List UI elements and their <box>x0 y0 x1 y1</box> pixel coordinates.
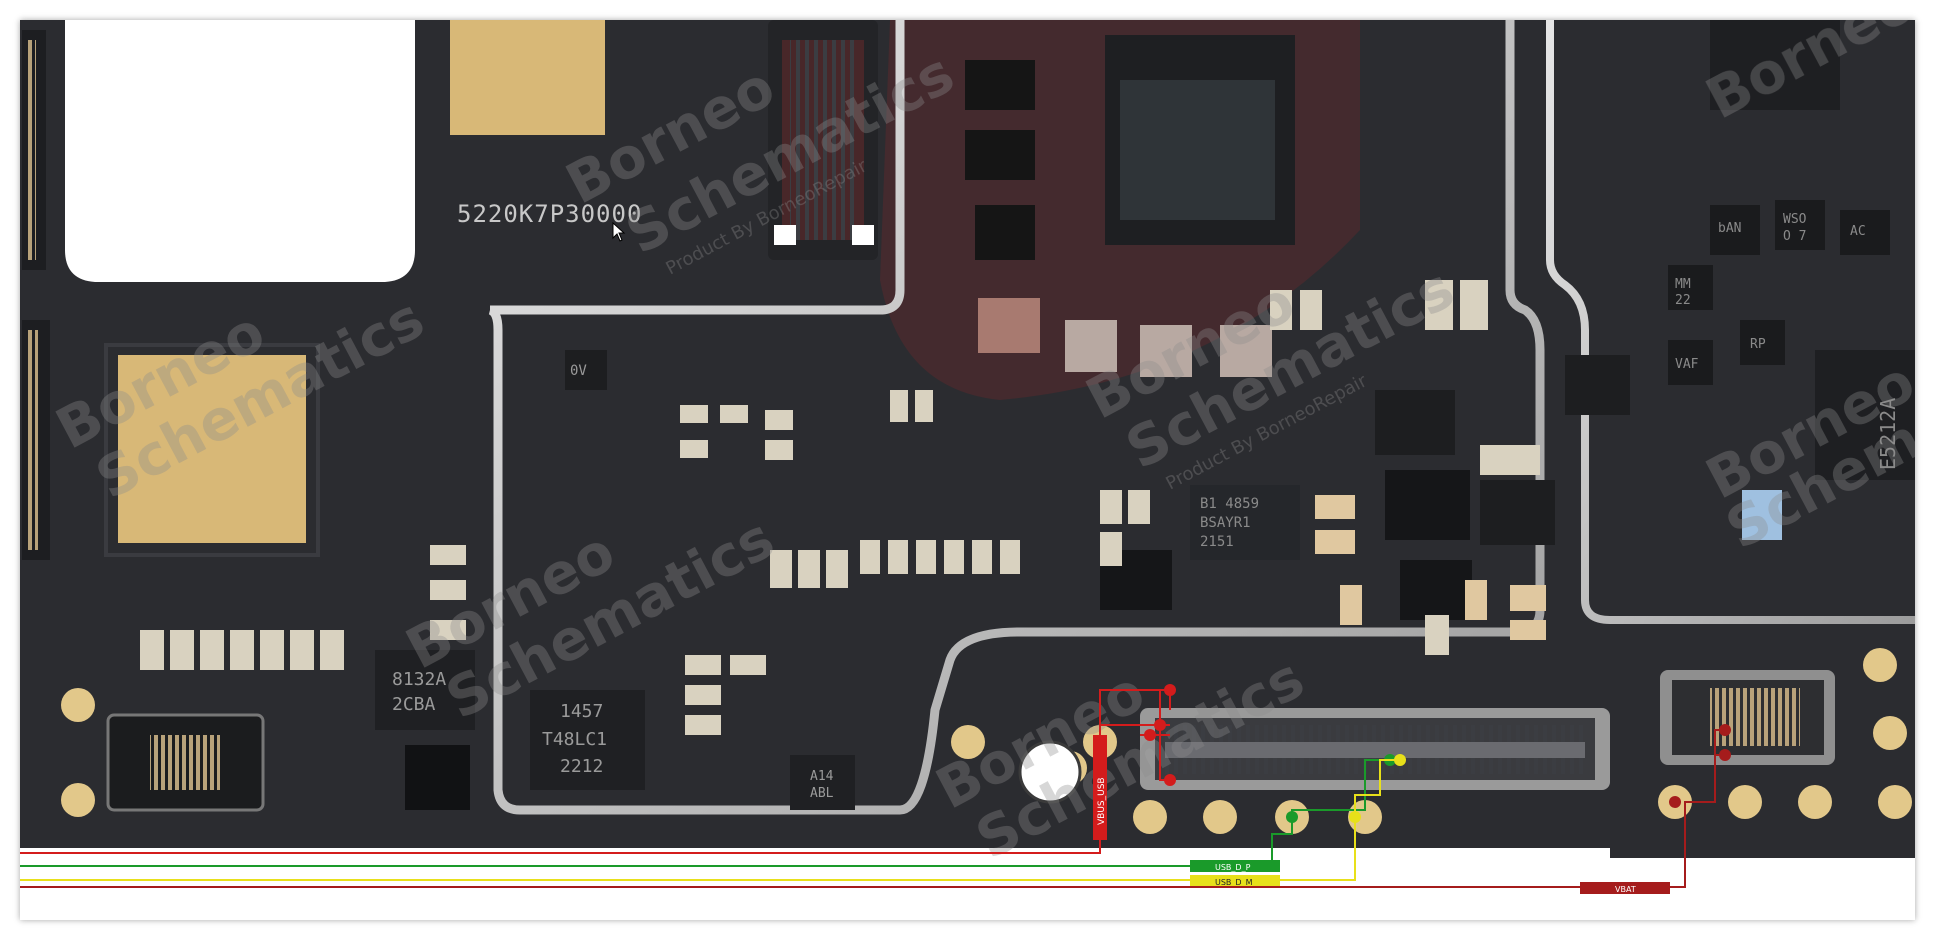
svg-text:O 7: O 7 <box>1783 229 1806 244</box>
left-connector <box>22 30 50 560</box>
svg-text:RP: RP <box>1750 337 1766 352</box>
net-usb-dp-label: USB_D_P <box>1215 863 1251 872</box>
gold-pad-left <box>118 355 306 543</box>
ic-a14: A14 ABL <box>790 755 855 810</box>
net-usb-dm-label-bar <box>1190 875 1280 887</box>
mounting-hole <box>1018 740 1082 804</box>
ic-8132a: 8132A 2CBA <box>375 650 475 730</box>
ic-right-small: bAN WSO O 7 AC VAF RP MM 22 <box>1668 200 1890 540</box>
svg-text:ABL: ABL <box>810 786 834 801</box>
svg-text:AC: AC <box>1850 224 1866 239</box>
svg-text:WSO: WSO <box>1783 212 1807 227</box>
svg-text:E5212A: E5212A <box>1876 398 1900 470</box>
battery-connector <box>1660 670 1835 765</box>
svg-text:VAF: VAF <box>1675 357 1699 372</box>
svg-text:2151: 2151 <box>1200 534 1234 550</box>
ic-dark-left <box>405 745 470 810</box>
svg-text:2CBA: 2CBA <box>392 694 436 715</box>
svg-text:B1 4859: B1 4859 <box>1200 496 1259 512</box>
shield-frame <box>488 20 1545 815</box>
net-vbat-label: VBAT <box>1615 885 1636 894</box>
usb-dm-point-b <box>1394 754 1406 766</box>
svg-text:bAN: bAN <box>1718 221 1741 236</box>
silkscreen-part-number: 5220K7P30000 <box>457 200 642 228</box>
net-usb-dm-label: USB_D_M <box>1215 878 1253 887</box>
net-usb-dm <box>20 759 1400 881</box>
usb-dm-point-a <box>1349 811 1361 823</box>
vbus-points <box>1094 684 1176 786</box>
usb-dp-point-a <box>1286 811 1298 823</box>
top-connector <box>768 20 878 260</box>
pcb-board-image[interactable]: 5220K7P30000 <box>20 20 1915 920</box>
svg-text:1457: 1457 <box>560 701 603 722</box>
svg-text:0V: 0V <box>570 363 587 379</box>
shield-frame-right <box>1546 20 1915 624</box>
passive-parts <box>140 280 1546 735</box>
mouse-cursor-icon <box>612 222 626 242</box>
svg-text:T48LC1: T48LC1 <box>542 729 607 750</box>
ic-t48lc1: 1457 T48LC1 2212 <box>530 690 645 790</box>
svg-text:2212: 2212 <box>560 756 603 777</box>
svg-text:MM: MM <box>1675 277 1691 292</box>
net-vbus-label-bar <box>1093 735 1107 840</box>
svg-text:8132A: 8132A <box>392 669 446 690</box>
vbat-points <box>1669 724 1731 808</box>
svg-text:22: 22 <box>1675 293 1691 308</box>
svg-text:A14: A14 <box>810 769 834 784</box>
board-cutout <box>65 20 415 282</box>
svg-text:BSAYR1: BSAYR1 <box>1200 515 1251 531</box>
ic-0v: 0V <box>565 350 607 390</box>
net-vbus-label: VBUS_USB <box>1097 777 1107 825</box>
ic-b14859: B1 4859 BSAYR1 2151 <box>1190 485 1300 560</box>
fpc-connector-left <box>106 713 265 812</box>
ic-e5212a: E5212A <box>1815 350 1915 480</box>
gold-pad-top <box>450 20 605 135</box>
net-vbat-label-bar <box>1580 882 1670 894</box>
main-fpc-connector <box>1140 708 1610 790</box>
test-points <box>61 648 1912 834</box>
net-usb-dp-label-bar <box>1190 860 1280 872</box>
